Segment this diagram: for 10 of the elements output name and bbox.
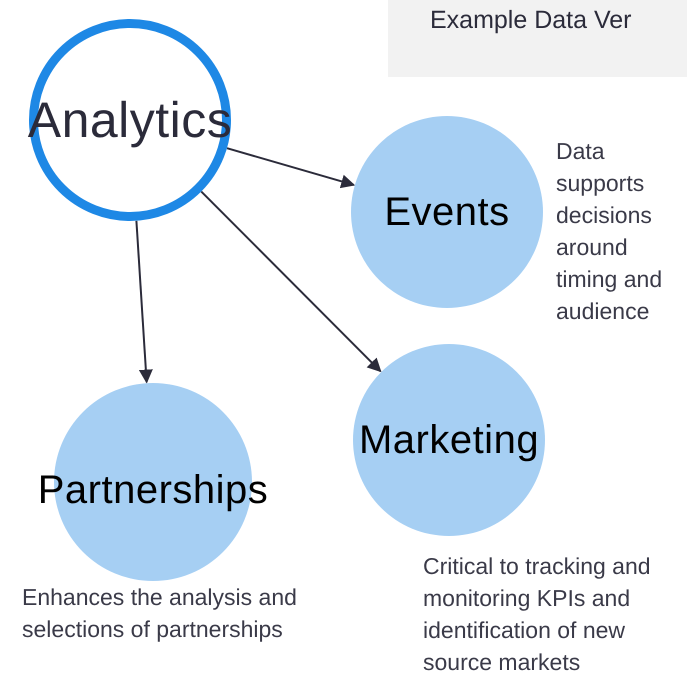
- node-label: Marketing: [358, 418, 540, 462]
- banner-title: Example Data Ver: [430, 6, 632, 34]
- node-caption: Enhances the analysis and selections of partnerships: [22, 583, 298, 644]
- node-caption: Data supports decisions around timing and audience: [556, 137, 664, 326]
- arrow: [226, 147, 356, 188]
- node-caption: Critical to tracking and monitoring KPIs and identification of new source markets: [423, 552, 652, 675]
- arrow: [200, 190, 382, 372]
- node-label: Events: [384, 190, 510, 234]
- arrow: [135, 220, 153, 384]
- node-label: Partnerships: [38, 468, 268, 512]
